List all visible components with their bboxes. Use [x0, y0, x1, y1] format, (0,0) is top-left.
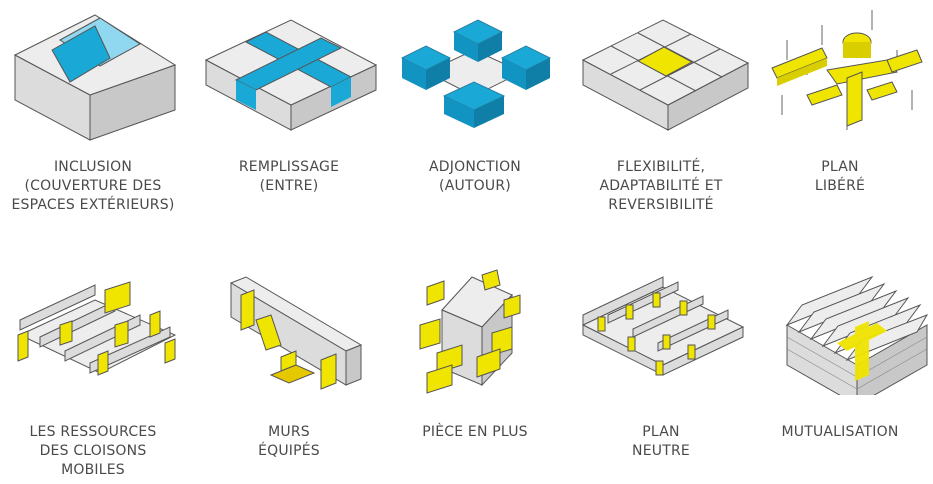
diagram-cell-remplissage: REMPLISSAGE (ENTRE): [196, 0, 382, 240]
flexibilite-label-line-2: ADAPTABILITÉ ET: [599, 178, 723, 194]
diagram-cell-plan-neutre: PLAN NEUTRE: [568, 265, 754, 484]
diagram-cell-murs-equipes: MURS ÉQUIPÉS: [196, 265, 382, 484]
cloisons-mobiles-label-line-2: DES CLOISONS: [39, 443, 147, 459]
murs-equipes-illustration: [229, 276, 363, 390]
inclusion-illustration: [13, 14, 177, 141]
diagram-cell-cloisons-mobiles: LES RESSOURCES DES CLOISONS MOBILES: [0, 265, 186, 484]
cloisons-mobiles-illustration: [17, 281, 177, 376]
plan-neutre-label-line-1: PLAN: [642, 424, 680, 440]
diagram-cell-adjonction: ADJONCTION (AUTOUR): [382, 0, 568, 240]
plan-libere-illustration: [771, 10, 923, 130]
flexibilite-label-line-1: FLEXIBILITÉ,: [616, 159, 706, 175]
inclusion-label-line-3: ESPACES EXTÉRIEURS): [11, 197, 175, 213]
cloisons-mobiles-label-line-1: LES RESSOURCES: [29, 424, 157, 440]
adjonction-label: ADJONCTION (AUTOUR): [382, 158, 568, 196]
mutualisation-label-line-1: MUTUALISATION: [781, 424, 899, 440]
murs-equipes-label-line-2: ÉQUIPÉS: [258, 443, 320, 459]
flexibilite-illustration: [581, 19, 750, 131]
diagram-cell-piece-en-plus: PIÈCE EN PLUS: [382, 265, 568, 484]
murs-equipes-label-line-1: MURS: [268, 424, 310, 440]
plan-libere-label: PLAN LIBÉRÉ: [747, 158, 933, 196]
remplissage-illustration: [204, 19, 378, 131]
piece-en-plus-label-line-1: PIÈCE EN PLUS: [422, 424, 528, 440]
inclusion-label: INCLUSION (COUVERTURE DES ESPACES EXTÉRI…: [0, 158, 186, 215]
piece-en-plus-label: PIÈCE EN PLUS: [382, 423, 568, 442]
murs-equipes-label: MURS ÉQUIPÉS: [196, 423, 382, 461]
diagram-cell-plan-libere: PLAN LIBÉRÉ: [747, 0, 933, 240]
inclusion-label-line-2: (COUVERTURE DES: [24, 178, 162, 194]
diagram-cell-inclusion: INCLUSION (COUVERTURE DES ESPACES EXTÉRI…: [0, 0, 186, 240]
mutualisation-label: MUTUALISATION: [747, 423, 933, 442]
remplissage-label-line-2: (ENTRE): [259, 178, 319, 194]
cloisons-mobiles-label: LES RESSOURCES DES CLOISONS MOBILES: [0, 423, 186, 480]
adjonction-illustration: [400, 19, 552, 128]
inclusion-label-line-1: INCLUSION: [53, 159, 133, 175]
plan-libere-label-line-2: LIBÉRÉ: [814, 178, 866, 194]
cloisons-mobiles-label-line-3: MOBILES: [61, 462, 125, 478]
remplissage-label-line-1: REMPLISSAGE: [238, 159, 340, 175]
flexibilite-label-line-3: REVERSIBILITÉ: [608, 197, 714, 213]
plan-neutre-label-line-2: NEUTRE: [632, 443, 690, 459]
plan-neutre-illustration: [581, 276, 745, 376]
diagram-cell-flexibilite: FLEXIBILITÉ, ADAPTABILITÉ ET REVERSIBILI…: [568, 0, 754, 240]
plan-neutre-label: PLAN NEUTRE: [568, 423, 754, 461]
piece-en-plus-illustration: [419, 269, 521, 394]
diagram-cell-mutualisation: MUTUALISATION: [747, 265, 933, 484]
adjonction-label-line-2: (AUTOUR): [439, 178, 511, 194]
mutualisation-illustration: [785, 275, 929, 395]
plan-libere-label-line-1: PLAN: [821, 159, 859, 175]
flexibilite-label: FLEXIBILITÉ, ADAPTABILITÉ ET REVERSIBILI…: [568, 158, 754, 215]
adjonction-label-line-1: ADJONCTION: [429, 159, 521, 175]
remplissage-label: REMPLISSAGE (ENTRE): [196, 158, 382, 196]
